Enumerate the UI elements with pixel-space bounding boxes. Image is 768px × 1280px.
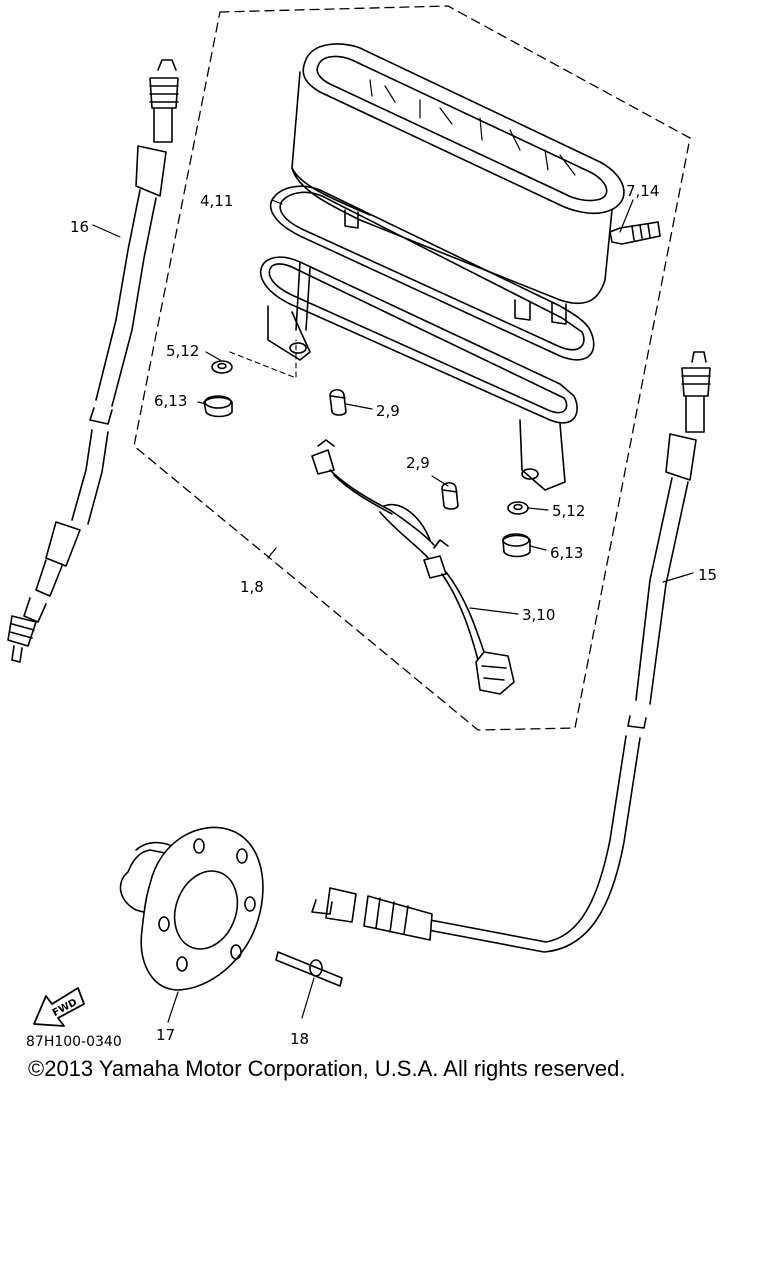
callout-15: 15 <box>698 566 717 584</box>
copyright-notice: ©2013 Yamaha Motor Corporation, U.S.A. A… <box>28 1056 626 1081</box>
meter-bracket <box>260 256 578 491</box>
callout-7-14: 7,14 <box>626 182 659 200</box>
callout-5-12-left: 5,12 <box>166 342 199 360</box>
gasket-ring <box>269 185 595 361</box>
bulb-a <box>329 388 347 416</box>
washer-left <box>211 360 233 374</box>
callout-17: 17 <box>156 1026 175 1044</box>
nut-right <box>502 533 531 558</box>
wire-harness <box>311 439 515 695</box>
nut-left <box>203 395 233 418</box>
meter-gear-unit <box>119 826 264 991</box>
meter-housing <box>291 43 661 325</box>
callout-3-10: 3,10 <box>522 606 555 624</box>
callout-2-9-a: 2,9 <box>376 402 400 420</box>
assembly-boundary <box>133 5 691 731</box>
diagram-code: 87H100-0340 <box>26 1034 122 1050</box>
callout-5-12-right: 5,12 <box>552 502 585 520</box>
drive-pin <box>275 951 343 987</box>
cable-15 <box>311 351 711 953</box>
callout-2-9-b: 2,9 <box>406 454 430 472</box>
parts-diagram: 4,11 7,14 16 5,12 6,13 2,9 2,9 5,12 6,13… <box>7 5 717 1048</box>
callout-6-13-left: 6,13 <box>154 392 187 410</box>
callout-1-8: 1,8 <box>240 578 264 596</box>
callout-4-11: 4,11 <box>200 192 233 210</box>
callout-16: 16 <box>70 218 89 236</box>
cable-16 <box>7 59 179 663</box>
bulb-b <box>441 481 459 510</box>
callout-6-13-right: 6,13 <box>550 544 583 562</box>
washer-right <box>507 501 529 515</box>
callout-18: 18 <box>290 1030 309 1048</box>
fwd-arrow-icon <box>33 987 85 1027</box>
